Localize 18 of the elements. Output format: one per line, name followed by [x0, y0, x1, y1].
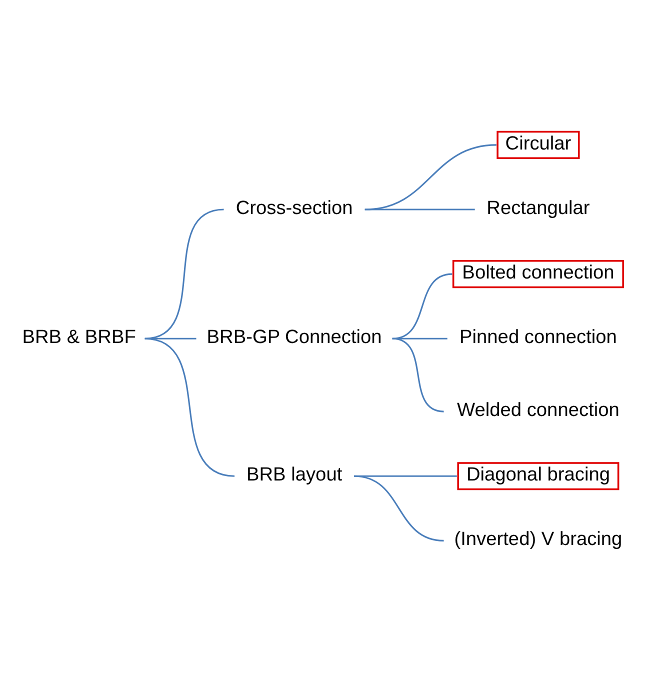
node-text: Cross-section	[236, 198, 353, 220]
node-text: BRB layout	[246, 464, 342, 486]
connector	[364, 144, 496, 210]
connector	[144, 338, 235, 477]
node-box: Circular	[496, 130, 580, 159]
connector	[144, 208, 224, 340]
connector	[392, 273, 452, 340]
node-box: Bolted connection	[452, 260, 624, 288]
node-text: Rectangular	[486, 198, 590, 220]
connector	[392, 338, 444, 412]
node-text: Welded connection	[457, 400, 620, 422]
node-text: BRB-GP Connection	[206, 327, 382, 348]
node-text: Pinned connection	[460, 327, 617, 348]
connector	[354, 475, 444, 542]
node-text: BRB & BRBF	[22, 327, 136, 348]
connector	[364, 208, 475, 210]
node-text: (Inverted) V bracing	[454, 529, 622, 550]
node-box: Diagonal bracing	[457, 462, 620, 490]
